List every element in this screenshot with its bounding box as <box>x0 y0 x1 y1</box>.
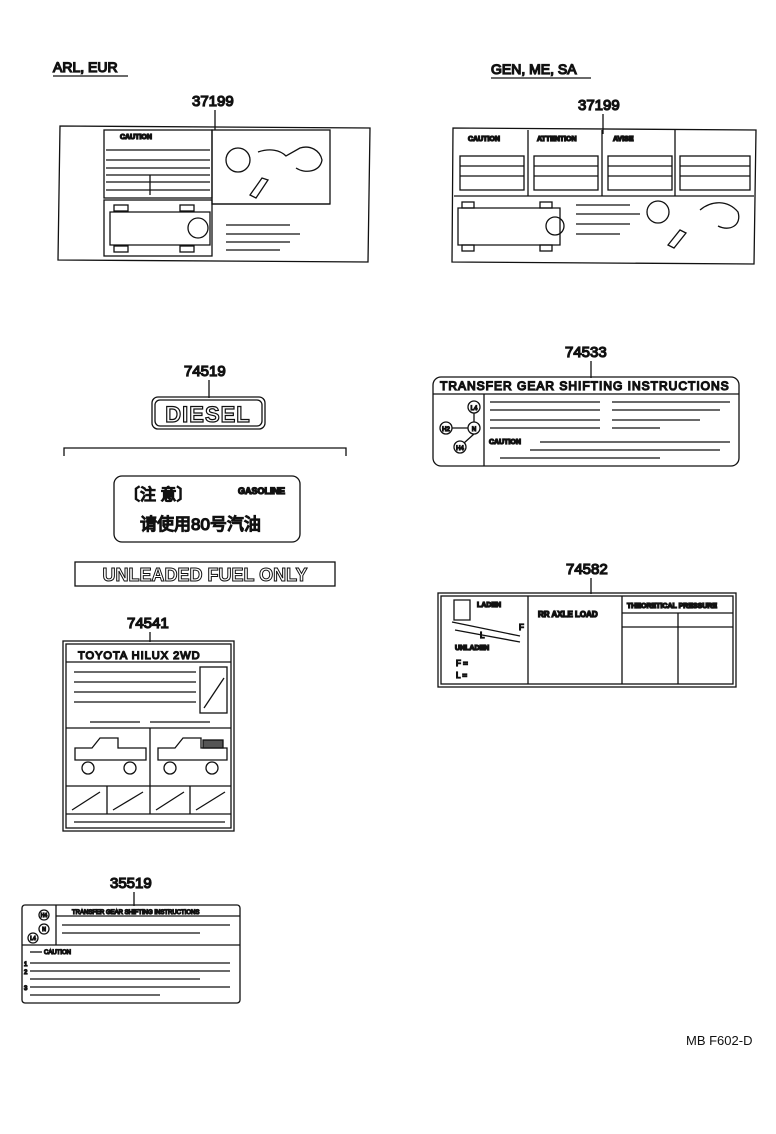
transfer-caution-text: CAUTION <box>489 439 521 446</box>
knob-icon-right <box>646 200 670 224</box>
part-number-37199-left: 37199 <box>192 93 234 110</box>
hilux-title: TOYOTA HILUX 2WD <box>78 650 201 662</box>
label-74582-load: LADEN F L UNLADEN F = L = RR AXLE LOAD T… <box>437 592 737 688</box>
shift-h2: H2 <box>442 427 450 433</box>
label-37199-right: CAUTION ATTENTION AVISE <box>451 127 757 265</box>
avis-text: AVISE <box>613 136 634 143</box>
region-label-left: ARL, EUR <box>53 59 118 75</box>
truck-icon-laden <box>157 737 228 761</box>
caution-text: CAUTION <box>120 134 152 141</box>
label-74533-transfer: TRANSFER GEAR SHIFTING INSTRUCTIONS L4 N… <box>432 376 740 467</box>
small-shift-l4: L4 <box>30 936 36 942</box>
gasoline-text: GASOLINE <box>238 486 285 496</box>
l-eq-label: L = <box>456 671 467 680</box>
small-num-1: 1 <box>24 962 28 968</box>
small-caution-text: CAUTION <box>44 950 71 956</box>
knob-icon <box>225 147 251 173</box>
gasoline-cn-title: 〔注 意〕 <box>124 485 192 504</box>
label-unleaded-fuel: UNLEADED FUEL ONLY <box>74 561 336 587</box>
small-transfer-title: TRANSFER GEAR SHIFTING INSTRUCTIONS <box>72 910 199 916</box>
shift-n: N <box>472 427 476 433</box>
label-35519-transfer: TRANSFER GEAR SHIFTING INSTRUCTIONS H4 N… <box>21 904 241 1004</box>
chassis-icon <box>109 211 211 246</box>
label-74541-hilux: TOYOTA HILUX 2WD <box>62 640 235 832</box>
laden-text: LADEN <box>477 602 501 609</box>
seat-icon <box>453 599 471 621</box>
small-num-3: 3 <box>24 986 28 992</box>
truck-icon-unladen <box>74 737 147 761</box>
unleaded-text: UNLEADED FUEL ONLY <box>102 565 307 585</box>
small-shift-n: N <box>42 927 46 933</box>
part-number-74582: 74582 <box>566 561 608 578</box>
lever-icon <box>249 177 270 199</box>
shift-h4: H4 <box>456 446 464 452</box>
part-number-74533: 74533 <box>565 344 607 361</box>
caution-text-right: CAUTION <box>468 136 500 143</box>
part-number-35519: 35519 <box>110 875 152 892</box>
hand-icon <box>257 146 323 172</box>
gasoline-cn-text: 请使用80号汽油 <box>140 514 261 534</box>
label-74519-diesel: DIESEL <box>151 396 266 430</box>
chassis-icon-right <box>457 207 561 246</box>
shift-l4: L4 <box>471 406 478 412</box>
attention-text: ATTENTION <box>537 136 577 143</box>
transfer-title: TRANSFER GEAR SHIFTING INSTRUCTIONS <box>440 379 730 393</box>
small-shift-h4: H4 <box>41 913 48 919</box>
lever-icon-right <box>666 229 688 249</box>
unladen-text: UNLADEN <box>455 645 489 652</box>
l-label: L <box>480 631 485 640</box>
rr-axle-load-text: RR AXLE LOAD <box>538 610 598 619</box>
small-num-2: 2 <box>24 970 28 976</box>
diesel-text: DIESEL <box>165 402 250 427</box>
label-37199-left: CAUTION <box>57 125 371 263</box>
part-number-74519: 74519 <box>184 363 226 380</box>
f-label: F <box>519 623 524 632</box>
drawing-code: MB F602-D <box>686 1033 752 1048</box>
part-number-37199-right: 37199 <box>578 97 620 114</box>
label-gasoline-cn: 〔注 意〕 GASOLINE 请使用80号汽油 <box>113 475 301 543</box>
f-eq-label: F = <box>456 659 468 668</box>
theoretical-pressure-text: THEORETICAL PRESSURE <box>627 603 717 610</box>
part-number-74541: 74541 <box>127 615 169 632</box>
region-label-right: GEN, ME, SA <box>491 61 577 77</box>
hand-icon-right <box>699 202 740 229</box>
